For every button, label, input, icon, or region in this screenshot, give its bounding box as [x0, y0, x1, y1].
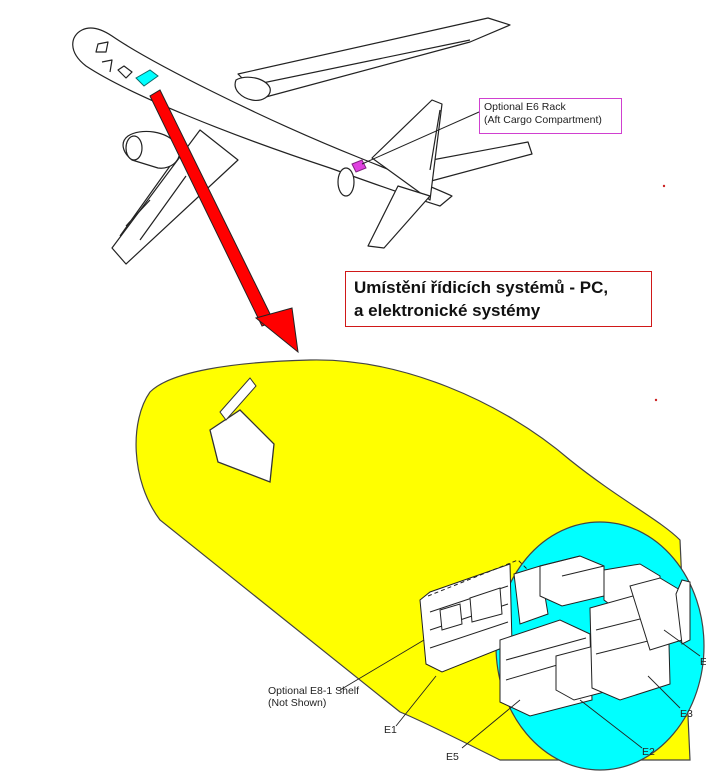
e-bay-marker [135, 69, 159, 87]
rack-label-e5: E5 [446, 751, 459, 763]
e6-callout-line1: Optional E6 Rack [484, 101, 566, 113]
label-leaders [339, 629, 701, 749]
title-line2: a elektronické systémy [354, 301, 541, 320]
rack-label-e1: E1 [384, 724, 397, 736]
small-red-mark [662, 184, 666, 188]
red-pointer-arrow [149, 89, 299, 354]
rack-label-e3: E3 [680, 708, 693, 720]
rack-label-e4-partial: E [700, 656, 706, 668]
e8-label-line2: (Not Shown) [268, 697, 327, 709]
small-red-mark [654, 398, 658, 402]
e8-label-line1: Optional E8-1 Shelf [268, 685, 360, 697]
e6-rack-callout: Optional E6 Rack (Aft Cargo Compartment) [479, 98, 622, 134]
e6-leader-line [361, 111, 480, 165]
title-box: Umístění řídicích systémů - PC, a elektr… [345, 271, 652, 327]
e6-callout-line2: (Aft Cargo Compartment) [484, 114, 602, 126]
equipment-racks [419, 555, 691, 717]
airplane-illustration [72, 17, 533, 265]
rack-label-e2: E2 [642, 746, 655, 758]
e8-shelf-label: Optional E8-1 Shelf (Not Shown) [268, 685, 359, 709]
title-line1: Umístění řídicích systémů - PC, [354, 278, 609, 297]
e6-rack-marker [351, 159, 367, 173]
